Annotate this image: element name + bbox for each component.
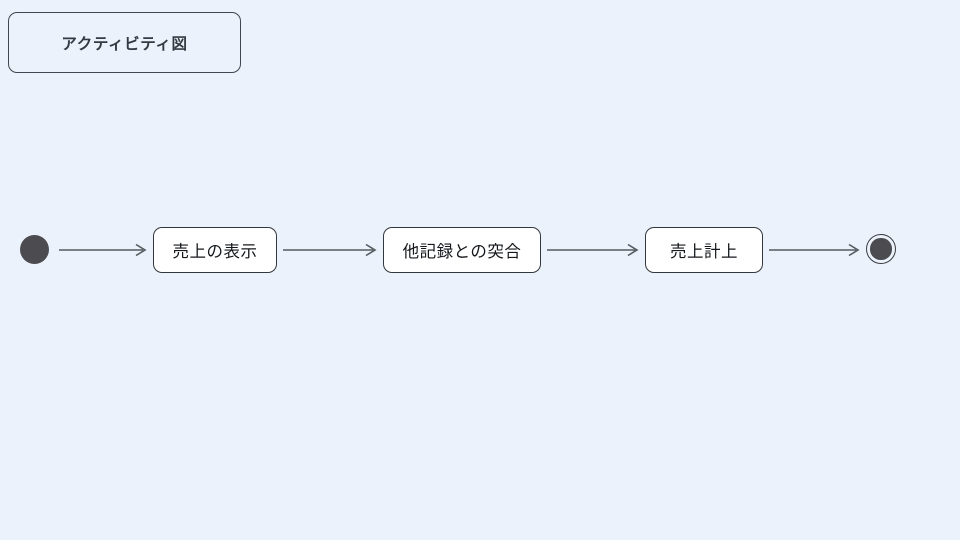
connector-arrow-2: [283, 242, 377, 258]
end-node-core-icon: [870, 238, 892, 260]
page-title: アクティビティ図: [61, 35, 188, 53]
activity-node-2[interactable]: 他記録との突合: [383, 227, 541, 273]
activity-node-3-label: 売上計上: [670, 243, 738, 261]
connector-arrow-3: [547, 242, 639, 258]
diagram-title-box: アクティビティ図: [8, 12, 241, 73]
activity-node-1-label: 売上の表示: [172, 243, 258, 261]
activity-node-3[interactable]: 売上計上: [645, 227, 763, 273]
start-node-icon: [20, 235, 49, 264]
connector-arrow-1: [59, 242, 147, 258]
activity-node-2-label: 他記録との突合: [402, 243, 522, 261]
end-node-icon: [866, 234, 896, 264]
activity-node-1[interactable]: 売上の表示: [153, 227, 277, 273]
connector-arrow-4: [769, 242, 860, 258]
activity-flow: 売上の表示 他記録との突合 売上計上: [0, 227, 960, 273]
